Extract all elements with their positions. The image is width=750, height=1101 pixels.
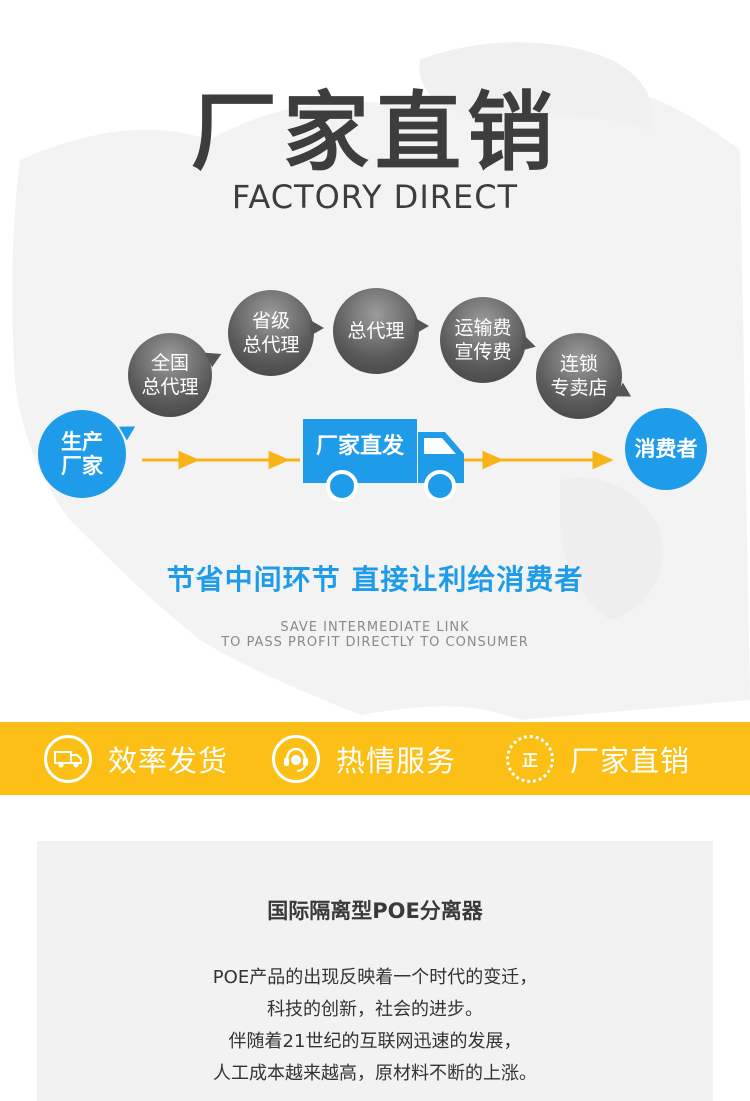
shipping-cost-bubble: 运输费 宣传费 [440, 297, 538, 383]
panel-line-3: 伴随着21世纪的互联网迅速的发展， [228, 1031, 522, 1052]
national-agent-bubble: 全国 总代理 [128, 333, 225, 417]
flow-arrows [142, 450, 614, 470]
page-subtitle: FACTORY DIRECT [231, 178, 519, 216]
consumer-label: 消费者 [634, 437, 698, 461]
authentic-seal-icon: 正 [506, 734, 554, 783]
slogan-cn: 节省中间环节 直接让利给消费者 [166, 563, 584, 596]
feature-bar: 效率发货 热情服务 正 厂家直销 [0, 722, 750, 795]
chain-store-line2: 专卖店 [550, 377, 608, 399]
producer-line1: 生产 [61, 430, 103, 454]
chain-store-line1: 连锁 [559, 353, 598, 375]
national-agent-line1: 全国 [150, 352, 189, 374]
shipping-line2: 宣传费 [454, 341, 512, 363]
provincial-agent-line1: 省级 [251, 310, 290, 332]
slogan-en-line2: TO PASS PROFIT DIRECTLY TO CONSUMER [221, 635, 529, 650]
slogan-en-line1: SAVE INTERMEDIATE LINK [280, 620, 470, 635]
national-agent-line2: 总代理 [141, 376, 199, 398]
general-agent-line1: 总代理 [347, 320, 405, 342]
feature-label-service: 热情服务 [336, 743, 457, 778]
provincial-agent-line2: 总代理 [242, 334, 300, 356]
producer-line2: 厂家 [61, 454, 103, 478]
hero-section: 厂家直销 FACTORY DIRECT 厂家直发 生产 厂家 全国 总代理 省级… [12, 42, 750, 721]
feature-service: 热情服务 [272, 722, 456, 795]
panel-line-2: 科技的创新，社会的进步。 [267, 999, 483, 1020]
feature-label-factory: 厂家直销 [570, 743, 691, 778]
china-map-background [12, 42, 750, 721]
feature-label-delivery: 效率发货 [108, 743, 229, 778]
panel-line-1: POE产品的出现反映着一个时代的变迁， [212, 967, 538, 988]
chain-store-bubble: 连锁 专卖店 [536, 333, 636, 419]
panel-title: 国际隔离型POE分离器 [267, 899, 483, 923]
general-agent-bubble: 总代理 [333, 288, 429, 374]
feature-factory-direct: 正 厂家直销 [506, 722, 690, 795]
truck-icon [303, 419, 464, 502]
seal-badge-text: 正 [521, 750, 538, 770]
panel-line-4: 人工成本越来越高，原材料不断的上涨。 [213, 1063, 537, 1084]
truck-label: 厂家直发 [315, 434, 404, 459]
consumer-bubble: 消费者 [625, 408, 707, 490]
page-title: 厂家直销 [191, 83, 559, 183]
shipping-line1: 运输费 [454, 317, 512, 339]
description-panel: 国际隔离型POE分离器 POE产品的出现反映着一个时代的变迁， 科技的创新，社会… [37, 841, 713, 1101]
customer-service-headset-icon [272, 734, 320, 783]
delivery-truck-icon [44, 734, 92, 783]
provincial-agent-bubble: 省级 总代理 [228, 290, 324, 376]
producer-bubble: 生产 厂家 [38, 410, 140, 498]
feature-fast-delivery: 效率发货 [44, 722, 228, 795]
